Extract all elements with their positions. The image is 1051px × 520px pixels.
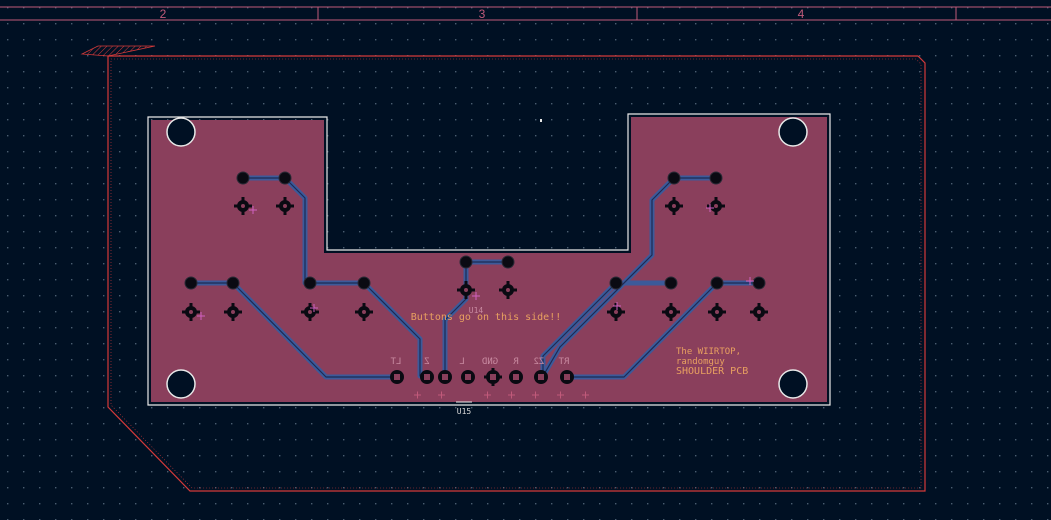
connector-footprint-marks [414, 391, 589, 403]
connector-pads[interactable] [390, 368, 574, 386]
pin-label-l: L [459, 357, 464, 367]
button-pads[interactable] [184, 171, 766, 290]
ruler-label-3: 3 [479, 7, 486, 21]
mounting-holes[interactable] [166, 117, 808, 399]
ref-u14: U14 [469, 306, 484, 315]
pin-label-lt: LT [390, 357, 401, 367]
pin-label-r: R [513, 357, 519, 367]
mounting-hole-bottom-left[interactable] [166, 369, 196, 399]
pin-label-z: Z [424, 357, 430, 367]
component-markers [197, 204, 754, 320]
title-line-2: randomguy [676, 357, 725, 367]
title-line-1: The WIIRTOP, [676, 347, 741, 357]
pin-label-gnd: GND [482, 357, 498, 367]
cursor-marker [540, 119, 542, 122]
buttons-note: Buttons go on this side!! [411, 312, 562, 323]
mounting-hole-bottom-right[interactable] [778, 369, 808, 399]
edge-cuts-outline[interactable] [80, 45, 926, 492]
ruler-label-2: 2 [160, 7, 167, 21]
pin-label-rt: RT [558, 357, 569, 367]
pin-label-z2: Z2 [534, 357, 545, 367]
sheet-ruler: 2 3 4 [0, 6, 1051, 21]
pin-labels: LT Z L GND R Z2 RT [390, 357, 569, 367]
title-line-3: SHOULDER PCB [676, 366, 748, 377]
ruler-label-4: 4 [798, 7, 805, 21]
ref-u15: U15 [457, 407, 472, 416]
mounting-hole-top-right[interactable] [778, 117, 808, 147]
copper-traces [188, 175, 762, 380]
mounting-hole-top-left[interactable] [166, 117, 196, 147]
title-block-text: The WIIRTOP, randomguy SHOULDER PCB [676, 347, 748, 377]
